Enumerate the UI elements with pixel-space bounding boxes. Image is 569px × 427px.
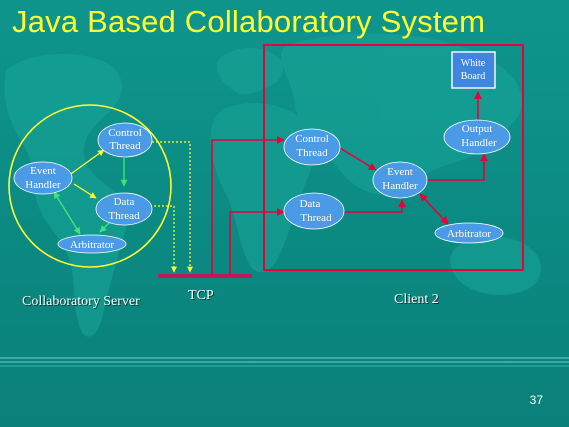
client-node-event-handler: Event Handler	[372, 161, 428, 199]
server-boundary	[8, 104, 172, 268]
server-data-line1: Data	[114, 196, 135, 208]
server-node-data-thread: Data Thread	[95, 192, 153, 226]
client-node-control-thread: Control Thread	[283, 128, 341, 166]
client-caption: Client 2	[394, 292, 439, 307]
server-connector-event-arbitrator	[53, 191, 81, 235]
tcp-bus	[158, 274, 252, 278]
server-node-arbitrator: Arbitrator	[57, 234, 127, 254]
server-node-event-handler: Event Handler	[13, 161, 73, 195]
server-connector-data-arbitrator	[99, 221, 111, 233]
client-node-arbitrator: Arbitrator	[434, 222, 504, 244]
server-line-data-to-tcp	[150, 205, 177, 273]
client-event-line1: Event	[387, 166, 413, 178]
server-event-line1: Event	[30, 165, 56, 177]
server-data-line2: Thread	[108, 210, 140, 222]
client-control-line2: Thread	[296, 147, 328, 159]
server-control-line1: Control	[108, 127, 142, 139]
client-boundary	[263, 44, 524, 271]
client-connector-data-to-event	[344, 199, 406, 213]
tcp-line-to-client-data	[229, 208, 285, 276]
client-arbitrator-label: Arbitrator	[447, 228, 491, 240]
slide-title: Java Based Collaboratory System	[12, 4, 486, 39]
server-control-line2: Thread	[109, 140, 141, 152]
client-data-line1: Data	[300, 198, 321, 210]
client-node-output-handler: Output Handler	[443, 119, 511, 155]
server-node-control-thread: Control Thread	[97, 122, 153, 158]
server-caption: Collaboratory Server	[22, 294, 140, 309]
server-line-control-to-tcp	[152, 141, 193, 273]
server-event-line2: Handler	[25, 179, 61, 191]
server-connector-event-to-control	[67, 149, 105, 177]
tcp-label: TCP	[188, 288, 214, 303]
client-event-line2: Handler	[382, 180, 418, 192]
server-connector-event-to-data	[73, 183, 97, 199]
tcp-line-to-client-control	[211, 136, 285, 276]
client-connector-event-to-output	[424, 153, 488, 181]
client-node-data-thread: Data Thread	[283, 192, 345, 230]
server-arbitrator-label: Arbitrator	[70, 239, 114, 251]
client-connector-control-to-event	[339, 147, 377, 171]
client-output-line1: Output	[462, 123, 493, 135]
client-data-line2: Thread	[300, 212, 332, 224]
client-control-line1: Control	[295, 133, 329, 145]
client-output-line2: Handler	[461, 137, 497, 149]
client-whiteboard-line2: Board	[461, 71, 485, 82]
page-number: 37	[529, 393, 543, 407]
client-node-white-board: White Board	[451, 51, 496, 89]
client-connector-event-arbitrator	[419, 193, 449, 225]
client-whiteboard-line1: White	[461, 58, 486, 69]
